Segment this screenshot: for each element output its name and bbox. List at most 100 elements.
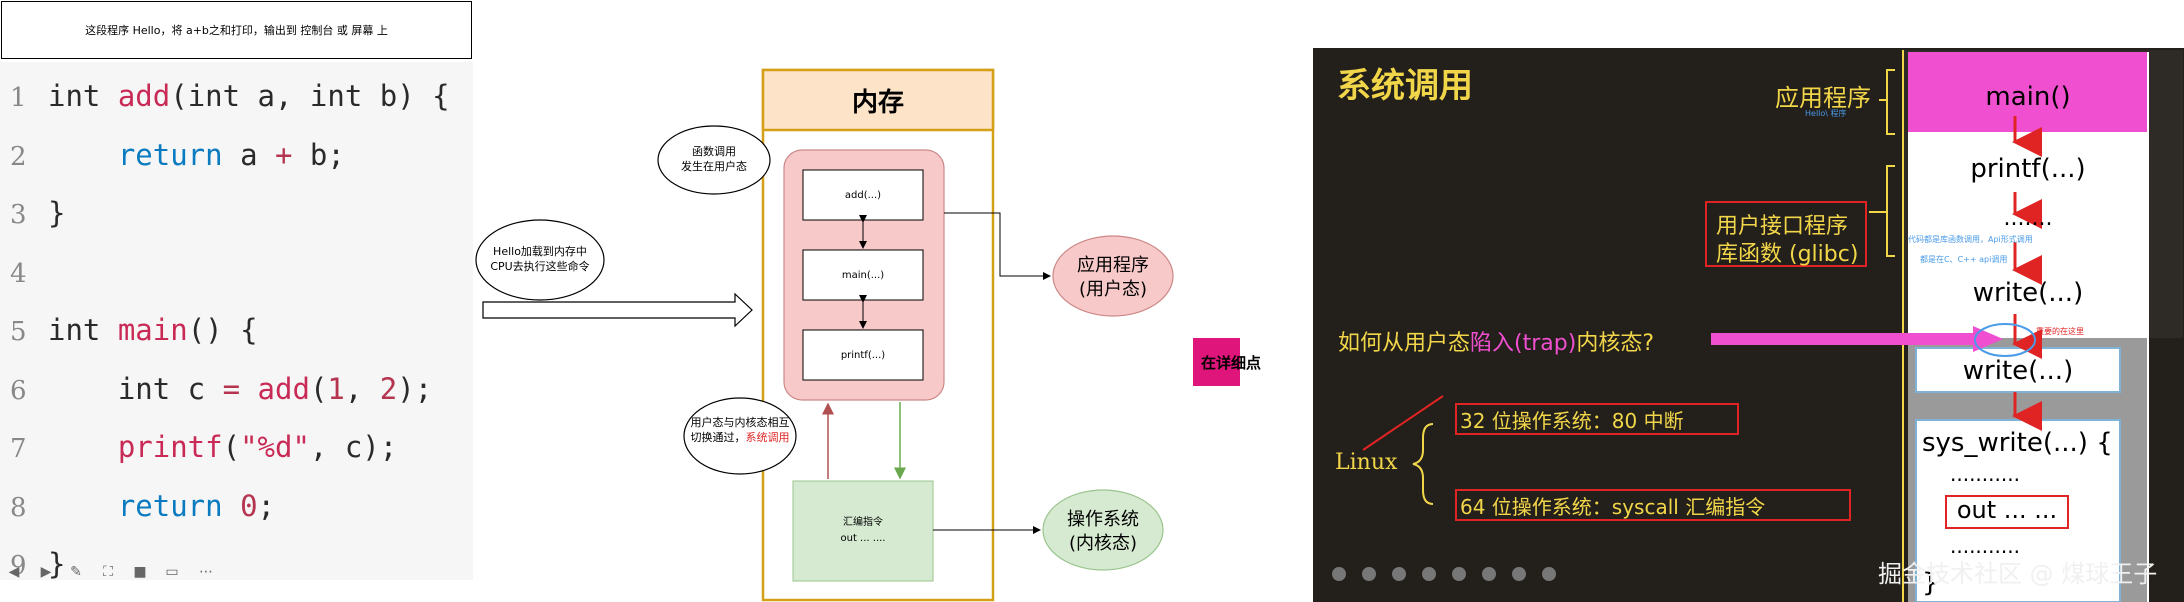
prev-icon[interactable]: ◀ xyxy=(8,564,20,580)
code-line: 8 return 0; xyxy=(0,486,275,526)
next-icon[interactable]: ▶ xyxy=(40,564,52,580)
line-number: 4 xyxy=(10,258,27,289)
code-token: int c xyxy=(48,371,223,406)
load-arrow xyxy=(482,292,753,328)
code-token: "%d" xyxy=(240,430,310,464)
slide-question: 如何从用户态陷入(trap)内核态? xyxy=(1338,325,1654,357)
slide-hello-note: Hello\ 程序 xyxy=(1805,109,1847,118)
code-token: , xyxy=(344,371,380,406)
detail-arrow xyxy=(1193,338,1240,386)
code-line: 3} xyxy=(0,193,65,233)
os64-box xyxy=(1455,489,1851,521)
code-token: add xyxy=(117,79,171,113)
caption-box: 这段程序 Hello，将 a+b之和打印，输出到 控制台 或 屏幕 上 xyxy=(1,1,472,59)
printf-label: printf(...) xyxy=(840,349,886,361)
code-token: 2 xyxy=(379,371,398,406)
col-white-box xyxy=(1908,132,2148,338)
code-token: () { xyxy=(187,313,258,347)
slide-note-red: 重要的在这里 xyxy=(2036,327,2084,336)
line-number: 7 xyxy=(10,434,27,464)
code-token: int xyxy=(48,313,118,347)
crop-icon[interactable]: ⛶ xyxy=(103,564,113,580)
code-token: ( xyxy=(309,371,328,406)
code-token: a xyxy=(222,137,275,172)
switch-cloud-text-b: 系统调用 xyxy=(745,430,790,444)
camera-icon[interactable]: ■ xyxy=(133,564,147,580)
more-icon[interactable]: ⋯ xyxy=(199,564,213,580)
code-token: add xyxy=(257,371,310,406)
code-line: 2 return a + b; xyxy=(0,135,345,175)
slide-note-blue2: 都是在C、C++ api调用 xyxy=(1920,255,2008,264)
slide-app-label: 应用程序 xyxy=(1775,84,1871,112)
asm-box xyxy=(792,480,934,582)
code-token: printf xyxy=(117,430,223,464)
caption-text: 这段程序 Hello，将 a+b之和打印，输出到 控制台 或 屏幕 上 xyxy=(85,24,388,37)
col-out-box xyxy=(1945,495,2069,529)
code-line: 6 int c = add(1, 2); xyxy=(0,369,432,409)
trap-arrow xyxy=(1711,333,1973,345)
line-number: 8 xyxy=(10,492,27,523)
code-token: } xyxy=(48,196,66,230)
code-token: + xyxy=(275,137,293,172)
slide-question-a: 如何从用户态 xyxy=(1338,331,1471,356)
os-label-2: (内核态) xyxy=(1068,533,1138,554)
line-number: 1 xyxy=(10,83,27,113)
add-label: add(...) xyxy=(844,189,882,201)
app-label-2: (用户态) xyxy=(1078,279,1148,300)
func-cloud xyxy=(657,125,771,195)
os-ellipse xyxy=(1042,489,1164,571)
col-sys: sys_write(...) { xyxy=(1922,428,2113,458)
switch-cloud-text: 用户态与内核态相互 切换通过，系统调用 xyxy=(682,416,798,456)
main-label: main(...) xyxy=(841,269,885,281)
line-number: 6 xyxy=(10,375,27,406)
line-number: 3 xyxy=(10,200,27,230)
code-token: ); xyxy=(397,371,433,406)
code-token: return xyxy=(117,488,223,523)
switch-cloud-text-a: 用户态与内核态相互 切换通过， xyxy=(690,416,790,444)
code-token: main xyxy=(117,313,188,347)
diagram-svg xyxy=(475,68,1240,602)
load-cloud-text: Hello加载到内存中 CPU去执行这些命令 xyxy=(490,245,590,273)
slide-lib-line1: 用户接口程序 xyxy=(1716,214,1849,239)
code-token: 0 xyxy=(240,488,258,523)
slide-title: 系统调用 xyxy=(1337,66,1473,106)
code-token: b; xyxy=(292,137,345,172)
subtitle-icon[interactable]: ▭ xyxy=(165,564,179,580)
slide-linux: Linux xyxy=(1335,450,1398,475)
app-connector xyxy=(944,212,1051,280)
add-box xyxy=(802,169,924,221)
pen-icon[interactable]: ✎ xyxy=(70,564,82,580)
asm-label-2: out ... .... xyxy=(840,532,886,544)
col-write1: write(...) xyxy=(1972,278,2084,308)
code-line: 9} xyxy=(0,544,65,584)
code-token: = xyxy=(222,371,241,406)
load-cloud xyxy=(475,219,605,301)
code-token: } xyxy=(48,547,66,581)
main-box xyxy=(802,249,924,301)
memory-title: 内存 xyxy=(851,87,904,118)
col-printf: printf(...) xyxy=(1970,154,2086,184)
slide-toolbar xyxy=(1332,567,1556,581)
col-out: out ... ... xyxy=(1956,496,2058,524)
switch-cloud xyxy=(683,397,797,475)
code-token: int xyxy=(48,79,118,113)
col-write2: write(...) xyxy=(1962,356,2074,386)
slide-os64: 64 位操作系统：syscall 汇编指令 xyxy=(1460,495,1766,519)
trap-circle xyxy=(1974,323,2036,357)
slide-svg xyxy=(1332,50,2183,602)
slide-os32: 32 位操作系统：80 中断 xyxy=(1460,409,1684,433)
slide-lib-line2: 库函数 (glibc) xyxy=(1716,242,1859,267)
os32-box xyxy=(1455,403,1739,435)
line-number: 9 xyxy=(10,551,27,581)
watermark: 掘金技术社区 @ 煤球王子 xyxy=(1878,560,2158,588)
app-ellipse xyxy=(1052,235,1174,317)
col-main-box xyxy=(1908,52,2148,132)
code-token: ( xyxy=(222,430,241,464)
detail-label: 在详细点 xyxy=(1200,353,1261,372)
col-main: main() xyxy=(1985,82,2071,112)
code-line: 4 xyxy=(0,252,48,292)
slide-question-c: 内核态? xyxy=(1576,331,1654,356)
